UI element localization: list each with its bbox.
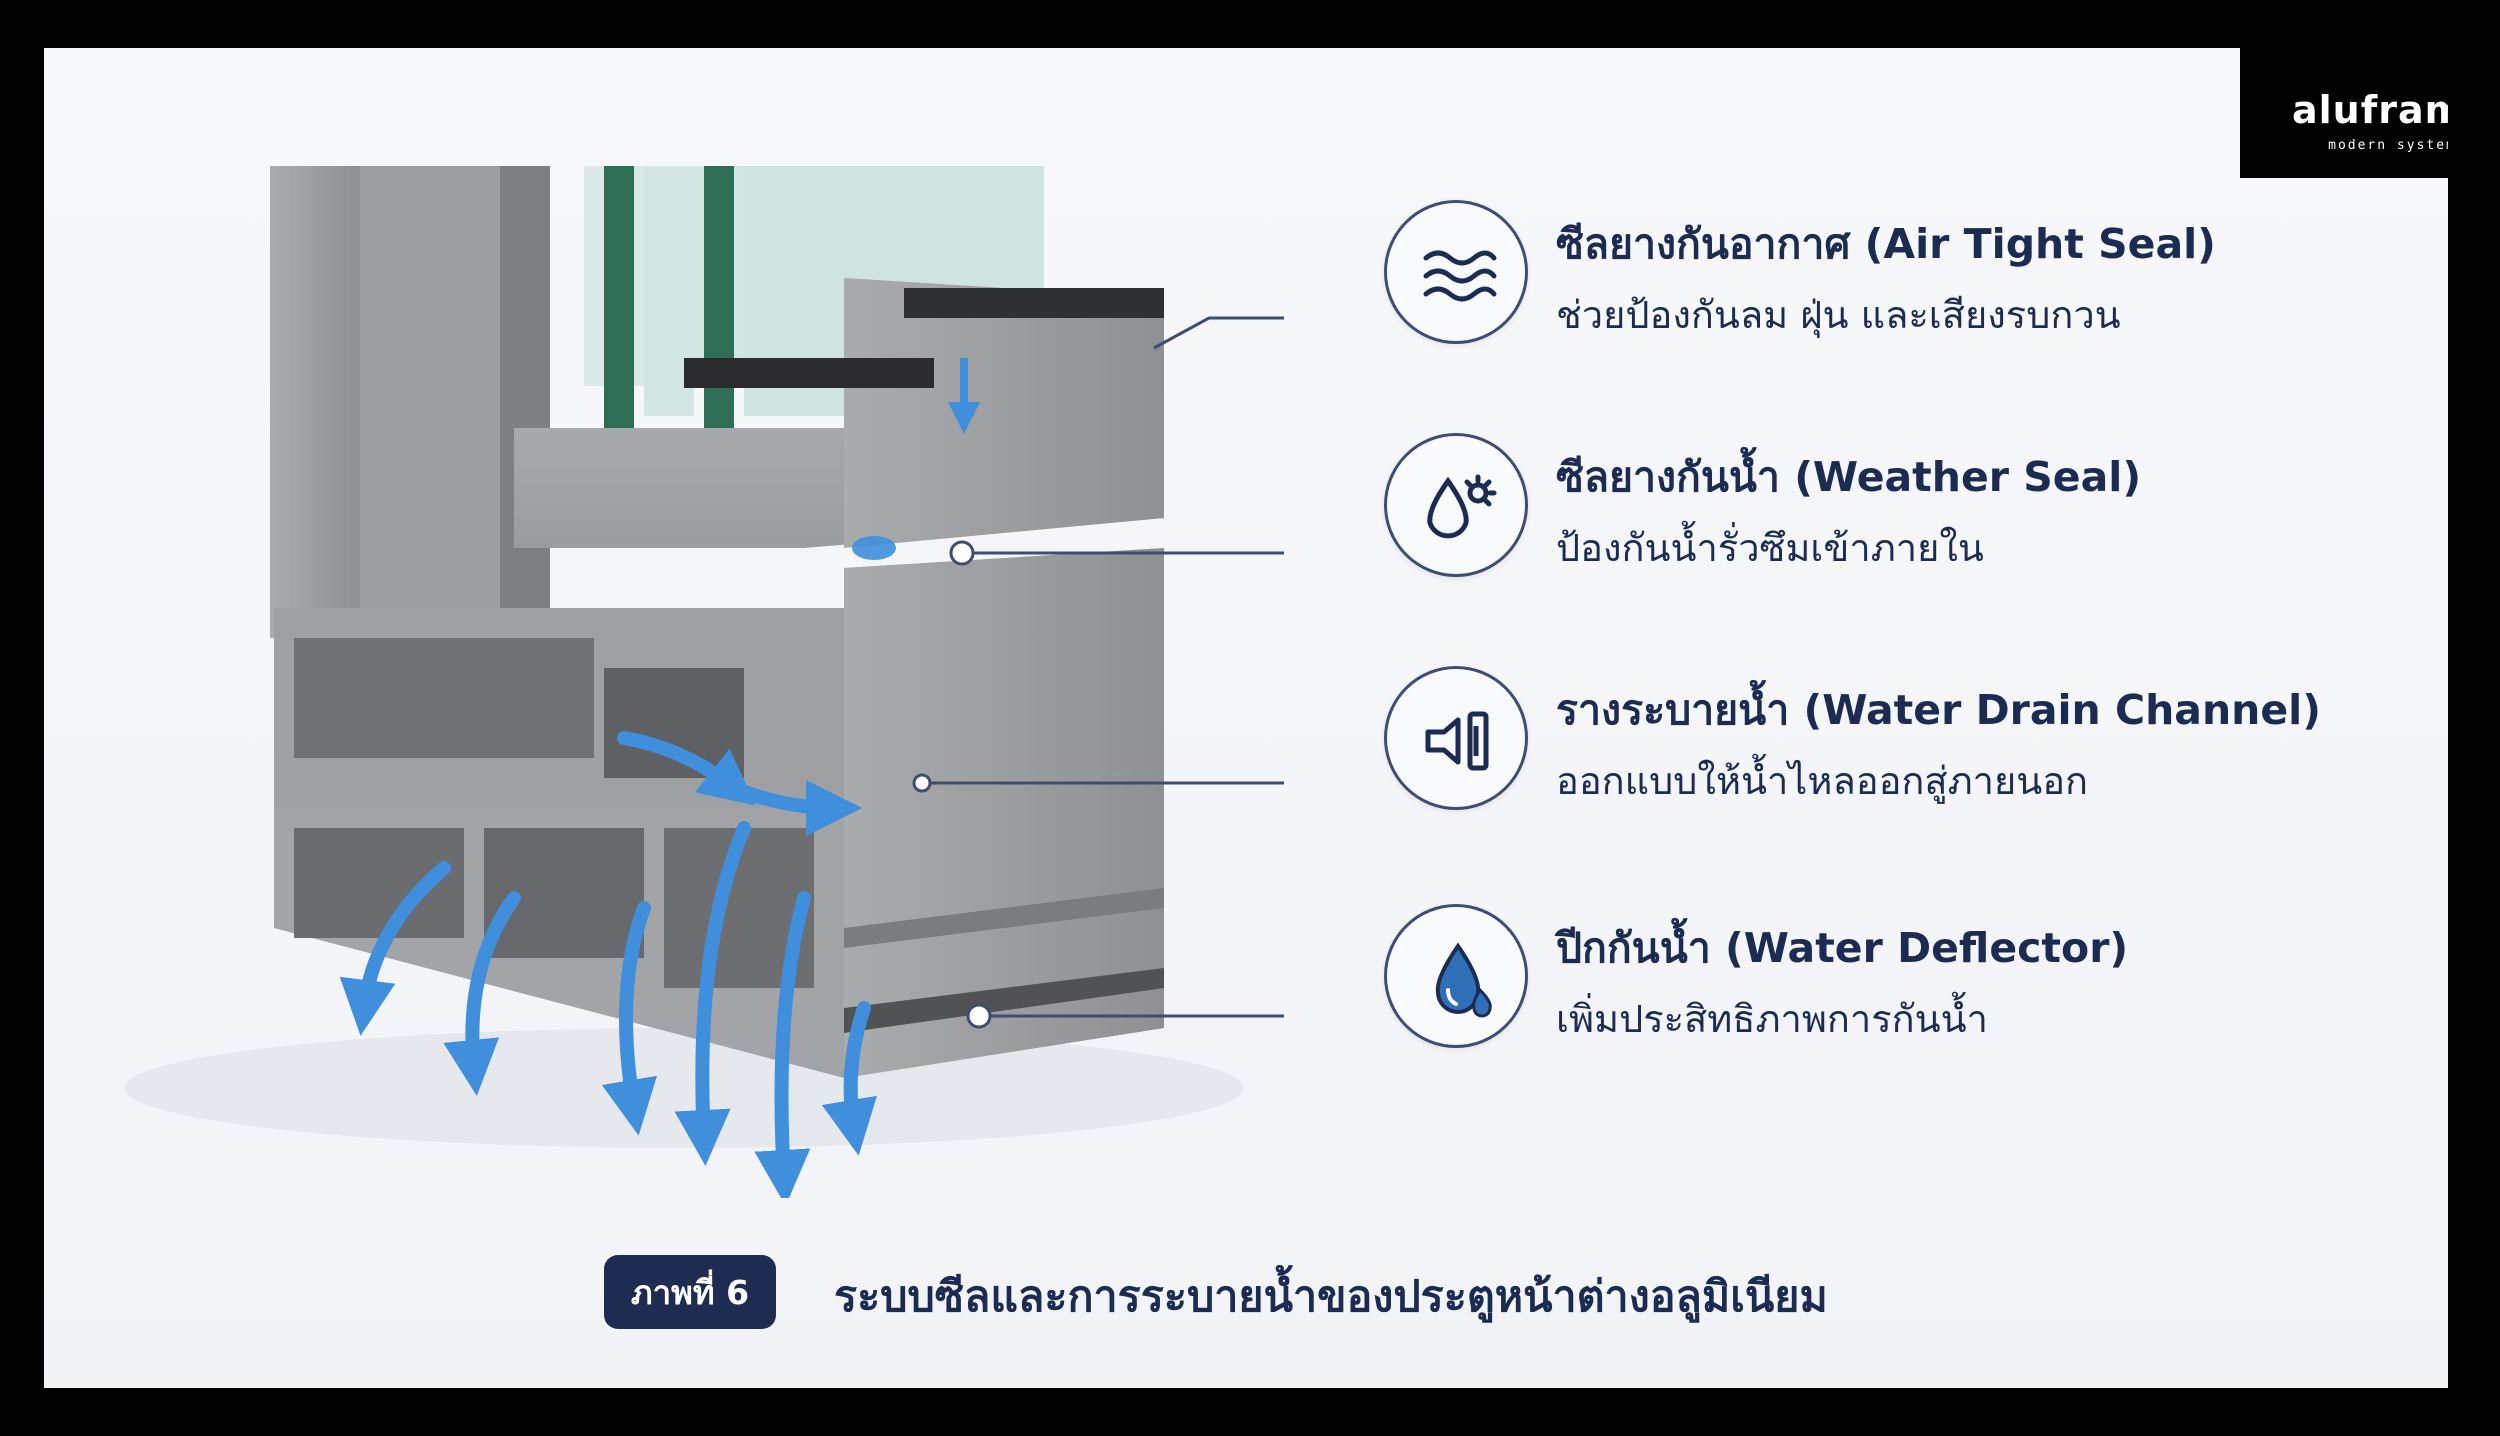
callout-lines (924, 316, 1284, 1018)
air-waves-icon (1384, 200, 1528, 344)
feature-description: เพิ่มประสิทธิภาพการกันน้ำ (1556, 997, 1988, 1041)
diagram-canvas: ซีลยางกันอากาศ (Air Tight Seal) ช่วยป้อง… (44, 48, 2448, 1388)
sash-frame (270, 166, 360, 638)
feature-title: ปีกกันน้ำ (Water Deflector) (1556, 924, 2129, 972)
figure-caption: ระบบซีลและการระบายน้ำของประตูหน้าต่างอลู… (834, 1272, 1828, 1322)
brand-tagline: modern system (2328, 138, 2448, 153)
feature-water-deflector: ปีกกันน้ำ (Water Deflector) เพิ่มประสิทธ… (1384, 904, 2384, 1054)
callout-dots (912, 540, 992, 1029)
brand-logo: aluframe modern system (2240, 48, 2448, 178)
feature-title: ซีลยางกันอากาศ (Air Tight Seal) (1556, 220, 2216, 268)
drain-channel-icon (1384, 666, 1528, 810)
feature-title: รางระบายน้ำ (Water Drain Channel) (1556, 686, 2321, 734)
window-profile-illustration (124, 166, 1284, 1198)
feature-description: ออกแบบให้น้ำไหลออกสู่ภายนอก (1556, 759, 2089, 803)
feature-description: ช่วยป้องกันลม ฝุ่น และเสียงรบกวน (1556, 293, 2121, 337)
feature-water-drain-channel: รางระบายน้ำ (Water Drain Channel) ออกแบบ… (1384, 666, 2384, 816)
figure-number-badge: ภาพที่ 6 (604, 1255, 776, 1329)
feature-description: ป้องกันน้ำรั่วซึมเข้าภายใน (1556, 526, 1984, 570)
feature-title: ซีลยางกันน้ำ (Weather Seal) (1556, 453, 2142, 501)
feature-weather-seal: ซีลยางกันน้ำ (Weather Seal) ป้องกันน้ำรั… (1384, 433, 2384, 583)
feature-air-tight-seal: ซีลยางกันอากาศ (Air Tight Seal) ช่วยป้อง… (1384, 200, 2384, 350)
water-drop-sun-icon (1384, 433, 1528, 577)
water-drops-icon (1384, 904, 1528, 1048)
water-flow-arrows (339, 731, 878, 1198)
brand-name: aluframe (2291, 88, 2448, 132)
ground-shadow (124, 1028, 1244, 1148)
